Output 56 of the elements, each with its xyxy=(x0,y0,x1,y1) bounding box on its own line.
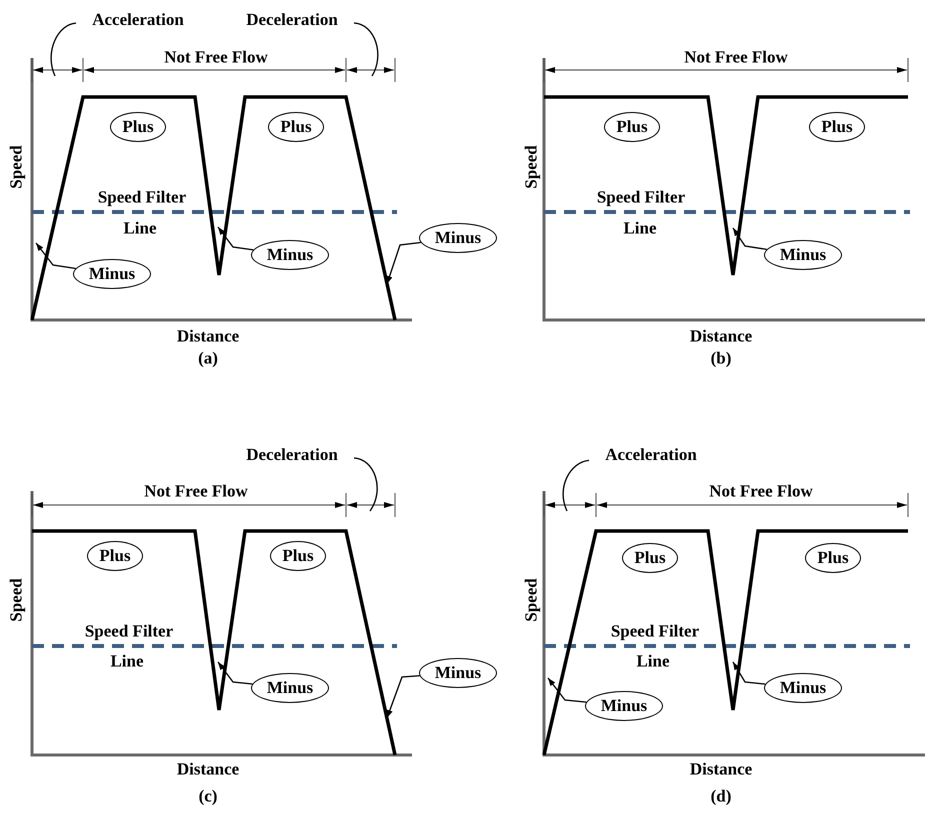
axis-title: Speed xyxy=(8,578,26,622)
oval-tag: Plus xyxy=(87,541,143,571)
oval-tag: Plus xyxy=(270,541,326,571)
dimension-label: Not Free Flow xyxy=(144,482,248,502)
axis-title: Speed xyxy=(522,578,542,622)
axis-title: Distance xyxy=(690,328,752,346)
reference-line-label: Line xyxy=(123,220,157,238)
oval-tag: Minus xyxy=(419,223,497,253)
leader-line xyxy=(386,675,420,718)
annotation-text: Acceleration xyxy=(76,9,200,31)
leader-line xyxy=(50,22,76,76)
reference-line-label: Line xyxy=(636,652,670,672)
annotation-text: Deceleration xyxy=(230,444,354,466)
axis-title: Speed xyxy=(8,145,26,189)
leader-line xyxy=(217,226,254,250)
dimension-label: Not Free Flow xyxy=(709,482,813,502)
oval-tag: Plus xyxy=(268,112,324,142)
leader-line xyxy=(732,662,766,685)
leader-line xyxy=(732,228,767,250)
oval-tag: Plus xyxy=(110,112,166,142)
oval-tag: Minus xyxy=(585,691,663,721)
axis-title: Distance xyxy=(176,760,240,780)
oval-tag: Minus xyxy=(251,240,329,270)
oval-tag: Minus xyxy=(764,673,842,703)
oval-tag: Plus xyxy=(809,112,865,142)
oval-tag: Minus xyxy=(251,673,329,703)
leader-line xyxy=(547,678,586,703)
oval-tag: Minus xyxy=(73,259,151,289)
leader-line xyxy=(354,22,378,76)
reference-line-label: Line xyxy=(110,652,144,672)
leader-line xyxy=(35,242,76,270)
dimension-label: Not Free Flow xyxy=(164,48,268,68)
oval-tag: Minus xyxy=(764,240,842,270)
axis-title: Distance xyxy=(176,328,240,346)
panel-caption: (d) xyxy=(710,788,732,806)
leader-line xyxy=(217,662,252,685)
reference-line-label: Speed Filter xyxy=(610,622,700,642)
leader-line xyxy=(386,242,421,284)
panel-caption: (a) xyxy=(198,350,218,368)
leader-line xyxy=(562,460,590,512)
annotation-text: Deceleration xyxy=(230,9,354,31)
oval-tag: Plus xyxy=(622,543,678,573)
reference-line-label: Speed Filter xyxy=(84,622,174,642)
reference-line-label: Speed Filter xyxy=(596,188,686,208)
oval-tag: Plus xyxy=(604,112,660,142)
leader-line xyxy=(354,457,378,512)
panel-caption: (b) xyxy=(710,350,732,368)
oval-tag: Minus xyxy=(419,658,497,688)
oval-tag: Plus xyxy=(805,543,861,573)
dimension-label: Not Free Flow xyxy=(684,48,788,68)
panel-caption: (c) xyxy=(198,788,218,806)
axis-title: Distance xyxy=(690,760,752,780)
axis-title: Speed xyxy=(522,145,542,189)
annotation-text: Acceleration xyxy=(589,444,713,466)
reference-line-label: Speed Filter xyxy=(98,188,186,208)
reference-line-label: Line xyxy=(623,220,657,238)
